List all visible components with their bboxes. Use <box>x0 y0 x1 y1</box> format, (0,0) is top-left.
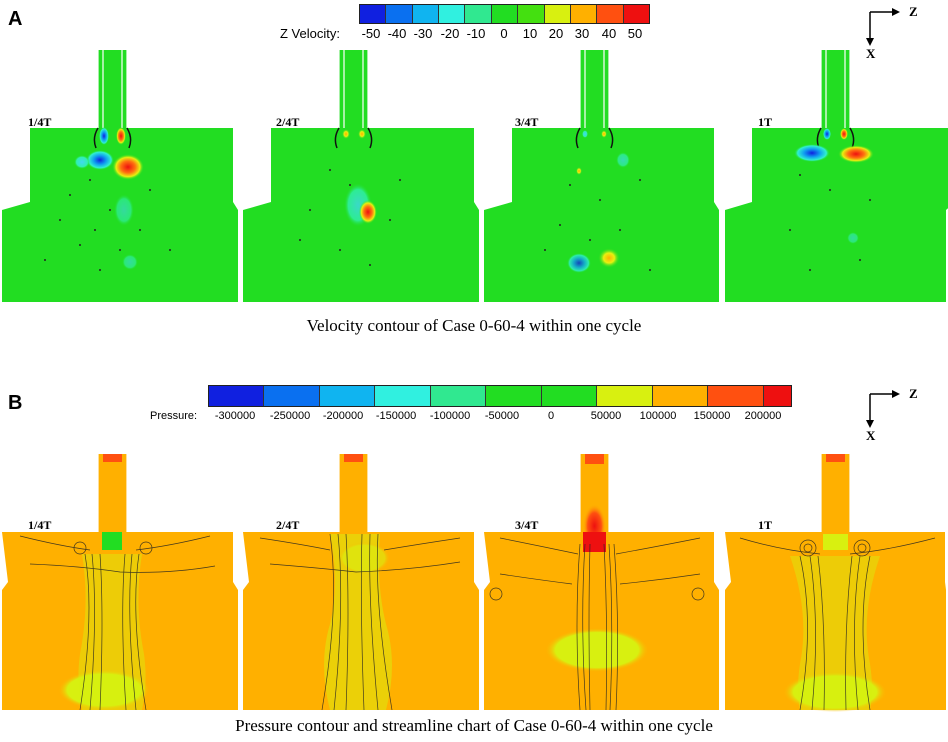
velocity-colorbar <box>359 4 650 24</box>
velocity-frame-4 <box>725 50 948 302</box>
tick-label: -50 <box>361 26 381 41</box>
pressure-frame-4 <box>725 454 946 712</box>
frame-label: 3/4T <box>515 115 539 129</box>
panel-a-letter: A <box>8 8 23 30</box>
pressure-colorbar-ticks: -300000 -250000 -200000 -150000 -100000 … <box>0 410 948 424</box>
velocity-frames <box>2 50 948 302</box>
tick-label: -20 <box>440 26 460 41</box>
axis-indicator-a <box>866 8 900 46</box>
tick-label: -10 <box>466 26 486 41</box>
tick-label: -50000 <box>484 410 520 422</box>
tick-label: -200000 <box>322 410 364 422</box>
z-arrow-icon <box>892 390 900 398</box>
pressure-colorbar <box>208 385 792 407</box>
axis-x-label: X <box>866 46 876 61</box>
axis-z-label-b: Z <box>909 386 918 401</box>
tick-label: 0 <box>500 26 508 41</box>
x-arrow-icon <box>866 38 874 46</box>
frame-label: 1T <box>758 115 773 129</box>
velocity-colorbar-ticks: -50 -40 -30 -20 -10 0 10 20 30 40 50 <box>0 26 948 42</box>
axis-x-label-b: X <box>866 428 876 443</box>
tick-label: 200000 <box>744 410 782 422</box>
velocity-frame-1 <box>2 50 238 302</box>
tick-label: -40 <box>387 26 407 41</box>
tick-label: 30 <box>574 26 590 41</box>
tick-label: 10 <box>522 26 538 41</box>
velocity-frame-2 <box>243 50 479 302</box>
frame-label: 1T <box>758 518 773 532</box>
tick-label: 0 <box>547 410 555 422</box>
tick-label: 100000 <box>639 410 677 422</box>
axis-z-label: Z <box>909 4 918 19</box>
z-arrow-icon <box>892 8 900 16</box>
pressure-frame-3 <box>484 454 719 711</box>
pressure-colorbar-label: Pressure: <box>150 410 198 422</box>
axis-indicator-b <box>866 390 900 428</box>
pressure-frames <box>2 454 946 712</box>
tick-label: -300000 <box>214 410 256 422</box>
frame-label: 2/4T <box>276 518 300 532</box>
tick-label: -100000 <box>429 410 471 422</box>
tick-label: 40 <box>601 26 617 41</box>
tick-label: -250000 <box>269 410 311 422</box>
frame-label: 1/4T <box>28 115 52 129</box>
tick-label: 20 <box>548 26 564 41</box>
frame-label: 3/4T <box>515 518 539 532</box>
pressure-frame-2 <box>243 454 479 711</box>
frame-label: 2/4T <box>276 115 300 129</box>
velocity-colorbar-label: Z Velocity: <box>280 26 340 41</box>
tick-label: 50 <box>627 26 643 41</box>
pressure-frame-1 <box>2 454 238 711</box>
velocity-frame-3 <box>484 50 719 302</box>
caption-a: Velocity contour of Case 0-60-4 within o… <box>306 316 642 335</box>
frame-label: 1/4T <box>28 518 52 532</box>
x-arrow-icon <box>866 420 874 428</box>
tick-label: -150000 <box>375 410 417 422</box>
tick-label: -30 <box>413 26 433 41</box>
tick-label: 50000 <box>590 410 622 422</box>
panel-b-letter: B <box>8 392 23 414</box>
caption-b: Pressure contour and streamline chart of… <box>235 716 713 735</box>
tick-label: 150000 <box>693 410 731 422</box>
